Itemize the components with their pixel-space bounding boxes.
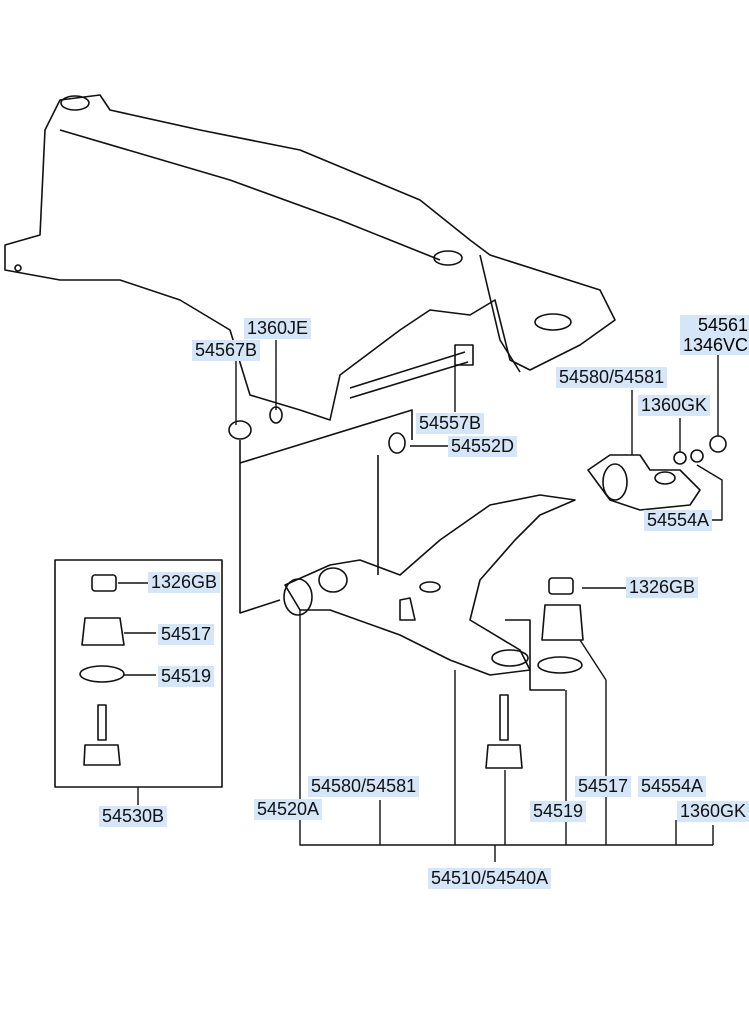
part-label-54520A[interactable]: 54520A (254, 799, 323, 820)
part-label-1326GB-left[interactable]: 1326GB (148, 572, 221, 593)
part-label-1326GB-right[interactable]: 1326GB (626, 577, 699, 598)
part-label-54580-54581-bottom[interactable]: 54580/54581 (308, 776, 420, 797)
part-label-54510-54540A[interactable]: 54510/54540A (428, 868, 552, 889)
part-label-54530B[interactable]: 54530B (99, 806, 168, 827)
part-label-1360GK-top[interactable]: 1360GK (638, 395, 711, 416)
bushing-bracket-drawing (587, 435, 727, 511)
part-label-54567B[interactable]: 54567B (192, 340, 261, 361)
part-label-54519-bottom[interactable]: 54519 (530, 801, 587, 822)
part-label-54557B[interactable]: 54557B (416, 413, 485, 434)
leader-lines (118, 340, 723, 862)
part-label-54517-bottom[interactable]: 54517 (575, 776, 632, 797)
part-label-1360GK-bottom[interactable]: 1360GK (677, 801, 749, 822)
part-label-54519-left[interactable]: 54519 (158, 666, 215, 687)
bolt-and-washers-drawing (228, 344, 474, 614)
lower-arm-drawing (283, 494, 576, 691)
part-label-54517-left[interactable]: 54517 (158, 624, 215, 645)
part-label-1346VC[interactable]: 1346VC (683, 335, 749, 355)
part-label-54561[interactable]: 54561 (698, 315, 749, 335)
crossmember-drawing (4, 94, 616, 421)
part-label-54552D[interactable]: 54552D (448, 436, 518, 457)
part-label-1360JE[interactable]: 1360JE (244, 318, 312, 339)
part-label-54554A-bottom[interactable]: 54554A (638, 776, 707, 797)
part-label-54554A-top[interactable]: 54554A (644, 510, 713, 531)
part-label-54580-54581-top[interactable]: 54580/54581 (556, 367, 668, 388)
part-label-group-54561-1346VC: 54561 1346VC (680, 315, 749, 355)
